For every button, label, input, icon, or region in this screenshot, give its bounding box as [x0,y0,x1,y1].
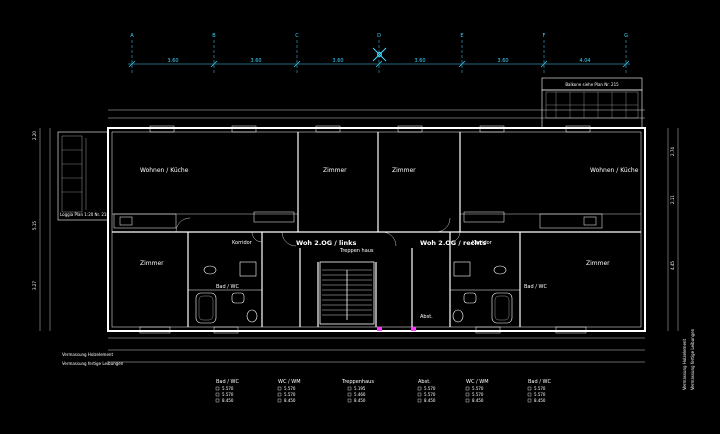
legend: Bad / WC 5.570 5.570 8.450 WC / WM 5.570… [215,379,551,403]
legend-value: 5.570 [222,386,234,391]
legend-block: Bad / WC 5.570 5.570 8.450 [527,379,551,403]
legend-title: Bad / WC [216,379,239,385]
balcony [541,77,643,129]
legend-value: 5.570 [424,392,436,397]
bathroom-fixtures-left [195,261,258,324]
unit-heading-right: Woh 2.OG / rechts [420,239,486,247]
legend-title: Treppenhaus [341,379,374,385]
left-dim-2: 5.15 [32,221,37,230]
legend-block: Bad / WC 5.570 5.570 8.450 [215,379,239,403]
axis-label-g: G [624,33,628,39]
magenta-markers [377,327,416,331]
legend-value: 5.570 [284,386,296,391]
staircase [319,261,375,325]
legend-value: 8.450 [222,398,234,403]
legend-title: WC / WM [466,379,489,385]
legend-value: 8.450 [472,398,484,403]
left-dim-1: 2.20 [32,131,37,140]
north-arrow-icon [372,47,387,62]
axis-label-d: D [377,33,381,39]
legend-block: WC / WM 5.570 5.570 8.450 [277,379,301,403]
door-swings [175,217,461,247]
bathroom-fixtures-right [452,261,513,324]
unit-heading-left: Woh 2.OG / links [296,239,356,247]
grid-dim-bc: 3.60 [250,58,261,64]
grid-dim-fg: 4.04 [579,58,590,64]
legend-block: Abst. 5.570 5.570 8.450 [417,379,436,403]
grid-dimensions: 3.60 3.60 3.60 3.60 3.60 4.04 [167,58,590,64]
side-dimension-lines [39,109,679,363]
legend-value: 5.570 [222,392,234,397]
room-wohnen-left: Wohnen / Küche [140,167,189,174]
right-dim-3: 4.45 [670,261,675,270]
legend-value: 8.450 [354,398,366,403]
legend-block: WC / WM 5.570 5.570 8.450 [465,379,489,403]
right-dim-2: 2.11 [670,195,675,204]
right-note-2: Vermassung fertige Leibungen [690,328,695,390]
room-zimmer-3: Zimmer [140,260,164,267]
legend-value: 5.570 [534,392,546,397]
loggia-note: Loggia Plan 1:20 Nr. 218 [60,212,109,217]
room-zimmer-1: Zimmer [323,167,347,174]
legend-value: 8.450 [534,398,546,403]
room-zimmer-2: Zimmer [392,167,416,174]
grid-dim-ab: 3.60 [167,58,178,64]
room-korridor-left: Korridor [232,240,253,246]
legend-value: 5.570 [424,386,436,391]
interior-walls [112,132,641,327]
legend-value: 5.570 [472,386,484,391]
legend-value: 5.570 [472,392,484,397]
legend-value: 5.570 [284,392,296,397]
legend-block: Treppenhaus 5.195 5.460 8.450 [341,379,374,403]
legend-value: 5.570 [534,386,546,391]
bottom-note-2: Vermassung fertige Leibungen [62,361,124,366]
grid-dim-de: 3.60 [414,58,425,64]
room-wohnen-right: Wohnen / Küche [590,167,639,174]
legend-value: 8.450 [284,398,296,403]
kitchen-counters [113,211,603,229]
axis-label-b: B [212,33,216,39]
left-dim-3: 3.27 [32,281,37,290]
bottom-note-1: Vermassung Holzelement [62,352,113,357]
right-dim-1: 2.74 [670,147,675,156]
room-korridor-right: Korridor [472,240,493,246]
room-zimmer-4: Zimmer [586,260,610,267]
window-openings [139,125,591,334]
legend-value: 5.195 [354,386,366,391]
axis-label-c: C [295,33,299,39]
axis-label-f: F [543,33,546,39]
grid-lines [128,40,630,75]
axis-label-a: A [130,33,134,39]
right-note-1: Vermassung Holzelement [682,339,687,390]
legend-title: Abst. [418,379,431,385]
legend-value: 8.450 [424,398,436,403]
balcony-note: Balkone siehe Plan Nr. 215 [565,82,619,87]
grid-dim-ef: 3.60 [497,58,508,64]
room-bad-left: Bad / WC [216,284,239,290]
room-abst: Abst. [420,314,433,320]
legend-value: 5.460 [354,392,366,397]
axis-label-e: E [460,33,463,39]
grid-axis-labels: A B C D E F G [130,33,628,39]
legend-title: Bad / WC [528,379,551,385]
room-labels: Wohnen / Küche Wohnen / Küche Zimmer Zim… [140,167,639,320]
room-bad-right: Bad / WC [524,284,547,290]
stair-heading: Treppen haus [339,248,374,254]
grid-dim-cd: 3.60 [332,58,343,64]
legend-title: WC / WM [278,379,301,385]
